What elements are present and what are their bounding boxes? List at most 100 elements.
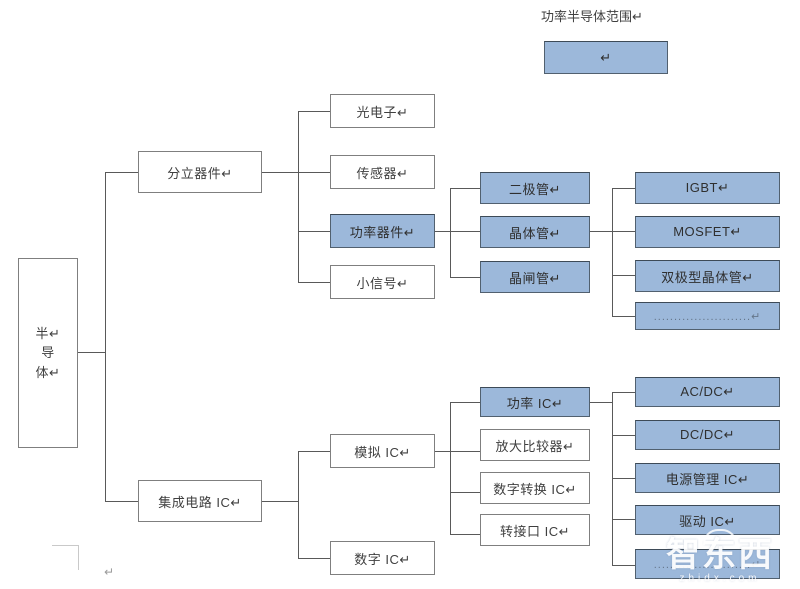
connector-analog-ic-to-converter xyxy=(450,492,480,493)
connector-power-ic-to-pmic xyxy=(612,478,635,479)
node-bipolar-transistor-label: 双极型晶体管↵ xyxy=(661,269,754,285)
connector-root-stub xyxy=(78,352,105,353)
connector-power-device-stub xyxy=(435,231,450,232)
node-driver-ic[interactable]: 驱动 IC↵ xyxy=(635,505,780,535)
connector-discrete-stub xyxy=(262,172,298,173)
node-ac-dc-label: AC/DC↵ xyxy=(680,384,735,399)
root-line-3: 体↵ xyxy=(35,364,61,380)
legend-swatch-label: ↵ xyxy=(600,49,612,65)
connector-analog-ic-spine-upper xyxy=(450,402,451,452)
node-power-ic-more[interactable]: ........................↵ xyxy=(635,549,780,579)
node-integrated-circuit-ic-label: 集成电路 IC↵ xyxy=(158,494,242,510)
node-digital-converter-ic[interactable]: 数字转换 IC↵ xyxy=(480,472,590,504)
connector-power-device-spine-lower xyxy=(450,231,451,277)
node-transistor-label: 晶体管↵ xyxy=(509,225,561,241)
connector-power-ic-to-driver xyxy=(612,519,635,520)
node-bipolar-transistor[interactable]: 双极型晶体管↵ xyxy=(635,260,780,292)
connector-transistor-to-more xyxy=(612,316,635,317)
connector-transistor-to-igbt xyxy=(612,188,635,189)
connector-analog-ic-stub xyxy=(435,451,450,452)
node-driver-ic-label: 驱动 IC↵ xyxy=(679,513,736,529)
node-igbt-label: IGBT↵ xyxy=(685,180,730,195)
connector-power-device-spine-upper xyxy=(450,188,451,232)
node-ac-dc[interactable]: AC/DC↵ xyxy=(635,377,780,407)
node-small-signal-label: 小信号↵ xyxy=(356,275,409,291)
connector-analog-ic-to-amplifier xyxy=(450,451,480,452)
node-thyristor[interactable]: 晶闸管↵ xyxy=(480,261,590,293)
node-optoelectronics-label: 光电子↵ xyxy=(356,104,409,120)
node-transistor[interactable]: 晶体管↵ xyxy=(480,216,590,248)
connector-discrete-to-sensor xyxy=(298,172,330,173)
node-digital-converter-ic-label: 数字转换 IC↵ xyxy=(493,481,577,497)
connector-level1-spine-upper xyxy=(105,172,106,353)
node-sensor[interactable]: 传感器↵ xyxy=(330,155,435,189)
legend-swatch-box[interactable]: ↵ xyxy=(544,41,668,74)
connector-ic-spine-lower xyxy=(298,501,299,558)
connector-power-ic-stub xyxy=(590,402,612,403)
node-power-ic-label: 功率 IC↵ xyxy=(506,395,564,411)
connector-level1-spine-lower xyxy=(105,352,106,501)
connector-discrete-to-power-device xyxy=(298,231,330,232)
connector-power-device-to-diode xyxy=(450,188,480,189)
connector-power-ic-to-dcdc xyxy=(612,435,635,436)
node-integrated-circuit-ic[interactable]: 集成电路 IC↵ xyxy=(138,480,262,522)
page-corner-mark xyxy=(52,545,79,570)
connector-power-ic-spine-lower xyxy=(612,402,613,565)
root-line-2: 导 xyxy=(41,345,55,361)
node-analog-ic[interactable]: 模拟 IC↵ xyxy=(330,434,435,468)
connector-ic-to-analog xyxy=(298,451,330,452)
node-digital-ic[interactable]: 数字 IC↵ xyxy=(330,541,435,575)
connector-discrete-spine-lower xyxy=(298,172,299,282)
node-diode-label: 二极管↵ xyxy=(509,181,561,197)
node-dc-dc-label: DC/DC↵ xyxy=(679,427,736,442)
node-diode[interactable]: 二极管↵ xyxy=(480,172,590,204)
node-power-ic[interactable]: 功率 IC↵ xyxy=(480,387,590,417)
node-interface-ic-label: 转接口 IC↵ xyxy=(499,523,570,539)
connector-to-discrete xyxy=(105,172,138,173)
node-small-signal[interactable]: 小信号↵ xyxy=(330,265,435,299)
node-amplifier-comparator-label: 放大比较器↵ xyxy=(495,438,575,454)
node-thyristor-label: 晶闸管↵ xyxy=(509,270,561,286)
node-dc-dc[interactable]: DC/DC↵ xyxy=(635,420,780,450)
connector-power-device-to-transistor xyxy=(450,231,480,232)
node-transistor-more-label: ........................↵ xyxy=(653,310,762,323)
node-mosfet-label: MOSFET↵ xyxy=(673,224,742,239)
node-analog-ic-label: 模拟 IC↵ xyxy=(354,444,411,460)
node-mosfet[interactable]: MOSFET↵ xyxy=(635,216,780,248)
node-discrete-devices-label: 分立器件↵ xyxy=(167,165,233,181)
node-discrete-devices[interactable]: 分立器件↵ xyxy=(138,151,262,193)
connector-discrete-to-optoelectronics xyxy=(298,111,330,112)
connector-power-ic-to-acdc xyxy=(612,392,635,393)
diagram-title: 功率半导体范围↵ xyxy=(541,9,643,24)
connector-transistor-to-bipolar xyxy=(612,275,635,276)
connector-transistor-stub xyxy=(590,231,612,232)
node-sensor-label: 传感器↵ xyxy=(356,165,409,181)
node-power-device[interactable]: 功率器件↵ xyxy=(330,214,435,248)
connector-power-ic-spine-upper xyxy=(612,392,613,403)
connector-ic-to-digital xyxy=(298,558,330,559)
node-amplifier-comparator[interactable]: 放大比较器↵ xyxy=(480,429,590,461)
connector-power-ic-to-more xyxy=(612,565,635,566)
node-optoelectronics[interactable]: 光电子↵ xyxy=(330,94,435,128)
connector-to-ic xyxy=(105,501,138,502)
node-transistor-more[interactable]: ........................↵ xyxy=(635,302,780,330)
connector-ic-spine-upper xyxy=(298,451,299,502)
node-power-management-ic-label: 电源管理 IC↵ xyxy=(665,471,750,487)
node-igbt[interactable]: IGBT↵ xyxy=(635,172,780,204)
connector-power-device-to-thyristor xyxy=(450,277,480,278)
root-line-1: 半↵ xyxy=(35,325,61,341)
stray-pilcrow: ↵ xyxy=(104,565,115,579)
connector-transistor-to-mosfet xyxy=(612,231,635,232)
connector-analog-ic-to-power-ic xyxy=(450,402,480,403)
connector-analog-ic-to-interface xyxy=(450,534,480,535)
connector-ic-stub xyxy=(262,501,298,502)
node-interface-ic[interactable]: 转接口 IC↵ xyxy=(480,514,590,546)
connector-discrete-spine-upper xyxy=(298,111,299,173)
connector-discrete-to-small-signal xyxy=(298,282,330,283)
node-semiconductor-root[interactable]: 半↵ 导 体↵ xyxy=(18,258,78,448)
node-power-management-ic[interactable]: 电源管理 IC↵ xyxy=(635,463,780,493)
node-power-ic-more-label: ........................↵ xyxy=(653,558,762,571)
node-digital-ic-label: 数字 IC↵ xyxy=(354,551,411,567)
connector-transistor-spine-upper xyxy=(612,188,613,232)
